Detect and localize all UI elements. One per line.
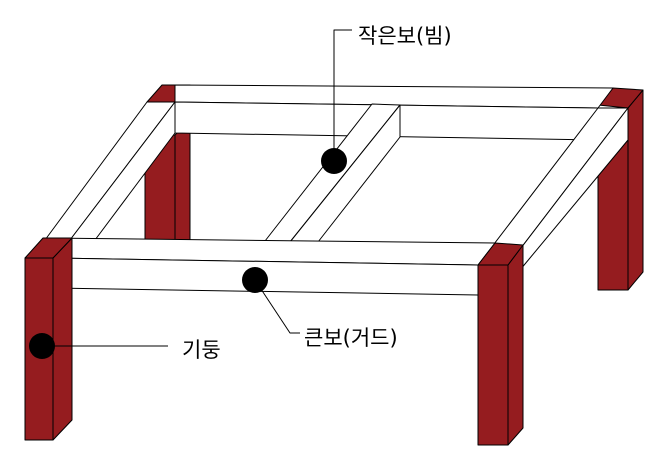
leader-girder [254, 279, 300, 334]
label-girder: 큰보(거드) [304, 326, 398, 350]
leader-small-beam [333, 29, 352, 161]
label-column: 기둥 [182, 338, 221, 362]
marker-column [29, 333, 55, 359]
column-front-right [477, 242, 524, 446]
label-small-beam: 작은보(빔) [358, 24, 452, 48]
front-girder [44, 237, 496, 296]
marker-small-beam [321, 148, 347, 174]
marker-girder [242, 267, 268, 293]
